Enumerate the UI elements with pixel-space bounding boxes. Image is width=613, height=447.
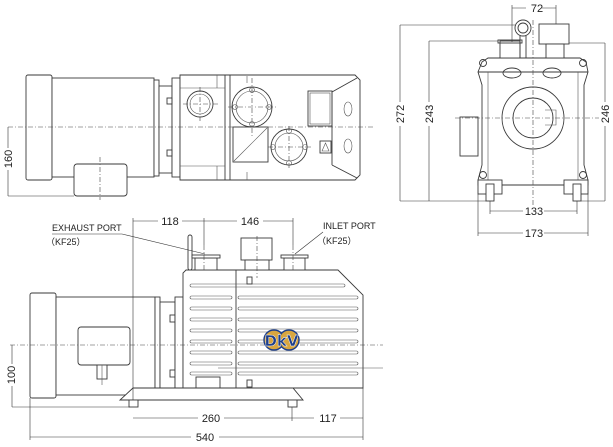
dim-label-146: 146 (241, 216, 259, 228)
dimension-260: 260 (133, 407, 293, 425)
exhaust-port-callout: EXHAUST PORT （KF25） (46, 223, 206, 255)
oil-fill-cap (538, 23, 570, 45)
dimension-117: 117 (292, 388, 364, 440)
dim-label-173: 173 (525, 228, 543, 240)
warning-triangle-icon (321, 142, 330, 152)
pump-flange (171, 77, 181, 178)
inlet-port-label: INLET PORT (323, 221, 376, 231)
dimension-118: 118 (132, 214, 204, 400)
inlet-port-side (283, 257, 306, 271)
side-view: DkV EXHAUST PORT （KF25） INLET PORT （KF25… (5, 214, 383, 444)
dim-label-272: 272 (395, 105, 407, 123)
inlet-port-callout: INLET PORT （KF25） (294, 221, 376, 255)
inlet-port-size-label: （KF25） (317, 236, 357, 246)
motor-body (51, 77, 155, 178)
motor-end-cap (25, 74, 53, 181)
dimension-173: 173 (477, 194, 589, 240)
logo-text: DkV (264, 332, 298, 350)
motor-end-cap-side (29, 292, 57, 399)
dim-label-118: 118 (161, 216, 179, 228)
dim-label-243: 243 (424, 105, 436, 123)
dim-label-246: 246 (600, 105, 612, 123)
exhaust-port-side (194, 257, 218, 271)
exhaust-port-end (499, 40, 521, 59)
lifting-eye (514, 19, 532, 37)
dimension-540: 540 (29, 398, 363, 444)
foot-bolt (485, 183, 495, 202)
dimension-246: 246 (569, 42, 612, 202)
motor-flange (153, 79, 160, 177)
top-view: 160 (2, 74, 375, 200)
dimension-100: 100 (5, 345, 130, 408)
foot-bolt (572, 183, 582, 202)
junction-box-side (77, 326, 131, 366)
dim-label-160: 160 (3, 150, 15, 168)
junction-box (73, 163, 128, 197)
dim-label-117: 117 (319, 413, 337, 425)
end-view: 72 272 243 246 133 (394, 2, 612, 240)
dimension-243: 243 (423, 40, 498, 201)
base-foot (128, 399, 139, 408)
oil-box-side (240, 237, 273, 261)
dim-label-100: 100 (6, 366, 18, 384)
exhaust-port-size-label: （KF25） (46, 237, 86, 247)
dimension-133: 133 (489, 201, 578, 218)
dkv-logo: DkV (263, 329, 300, 351)
dimension-160: 160 (2, 127, 74, 197)
exhaust-port-label: EXHAUST PORT (52, 223, 122, 233)
dimension-272: 272 (394, 24, 515, 202)
pump-body-top (179, 74, 361, 181)
dim-label-72: 72 (531, 3, 543, 15)
dimension-72: 72 (511, 2, 557, 42)
coupling (158, 85, 173, 174)
dim-label-260: 260 (202, 413, 220, 425)
dim-label-133: 133 (525, 206, 543, 218)
base-foot (287, 399, 298, 408)
motor-junction-side (459, 116, 479, 157)
dimension-146: 146 (203, 214, 294, 245)
dim-label-540: 540 (196, 432, 214, 444)
base-plate (118, 387, 304, 401)
